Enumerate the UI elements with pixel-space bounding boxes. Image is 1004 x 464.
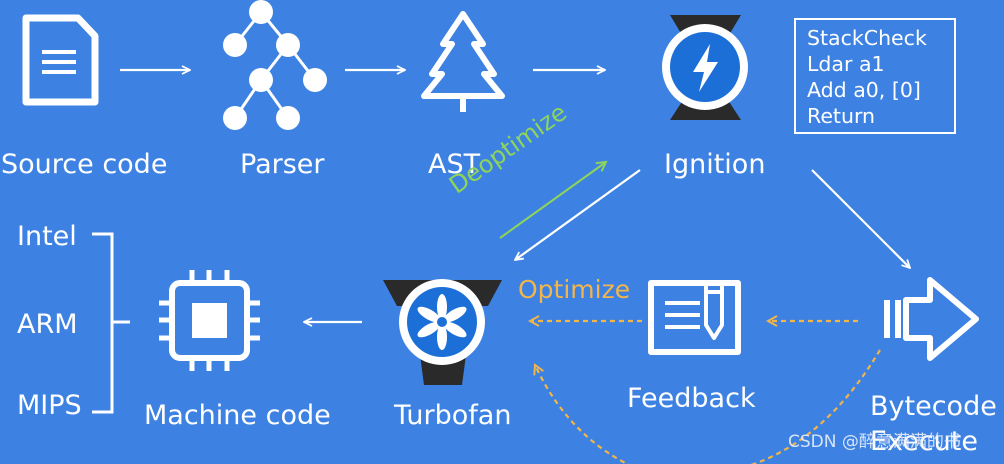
arrow-ignition-to-bytecode: [811, 169, 910, 268]
arrow-ignition-to-turbofan: [515, 169, 641, 260]
label-optimize: Optimize: [518, 275, 631, 304]
cpu-chip-icon: [159, 270, 260, 371]
label-turbofan: Turbofan: [394, 400, 512, 431]
bytecode-line: Add a0, [0]: [807, 78, 921, 102]
execute-arrow-icon: [884, 277, 979, 361]
bytecode-line: Return: [807, 104, 876, 128]
label-machine-code: Machine code: [144, 400, 331, 431]
tree-graph-icon: [223, 0, 327, 130]
hourglass-lightning-icon: [662, 15, 748, 120]
turbine-fan-icon: [383, 279, 502, 385]
label-ast: AST: [428, 149, 481, 180]
watermark: CSDN @醉意满满的书: [788, 432, 961, 452]
bytecode-line: StackCheck: [807, 26, 927, 50]
label-ignition: Ignition: [664, 149, 766, 180]
notepad-pen-icon: [648, 280, 741, 355]
label-source-code: Source code: [1, 149, 168, 180]
label-bytecode: Bytecode: [870, 391, 997, 422]
architecture-bracket: [92, 232, 130, 414]
arrow-deoptimize: [499, 162, 606, 239]
label-execute: Execute: [870, 426, 978, 457]
arch-intel: Intel: [17, 221, 77, 252]
arch-arm: ARM: [17, 309, 78, 340]
arrow-execute-loop: [535, 349, 881, 464]
pine-tree-icon: [421, 11, 505, 112]
label-feedback: Feedback: [627, 383, 756, 414]
label-parser: Parser: [240, 149, 325, 180]
bytecode-line: Ldar a1: [807, 52, 885, 76]
arch-mips: MIPS: [17, 390, 82, 421]
document-icon: [22, 14, 99, 106]
bytecode-sample-box: StackCheck Ldar a1 Add a0, [0] Return: [794, 18, 956, 134]
